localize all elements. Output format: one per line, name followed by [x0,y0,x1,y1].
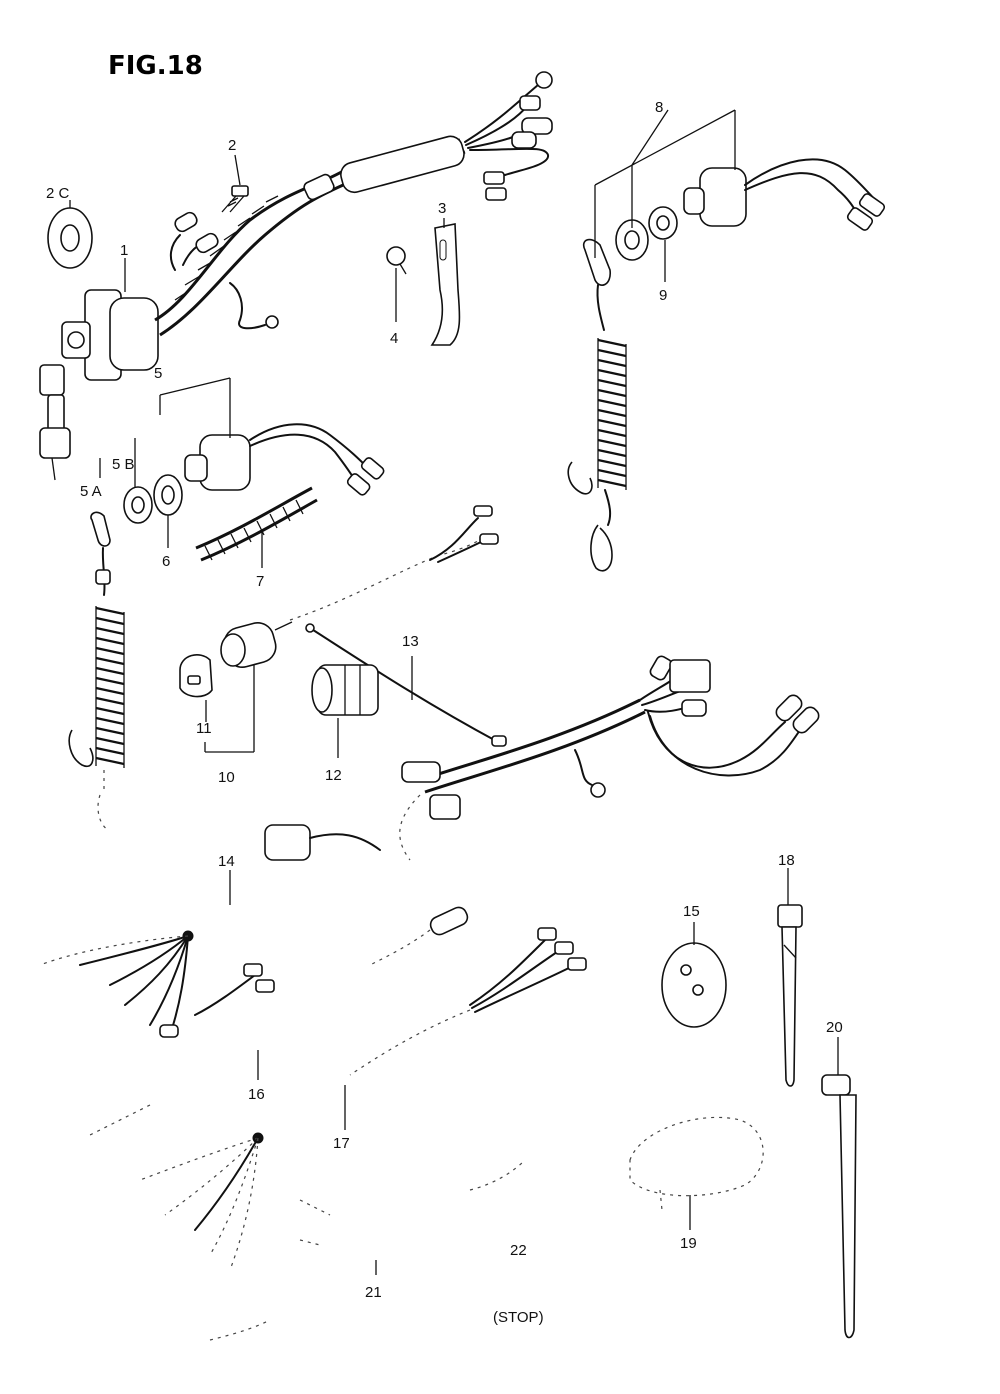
part-5-stop-switch [184,423,385,496]
main-harness [264,655,820,861]
part-8-stop-switch [567,158,886,572]
callout-3: 3 [438,200,446,217]
callout-5b: 5 B [112,456,135,473]
callout-1: 1 [120,242,128,259]
callout-12: 12 [325,767,342,784]
part-7-spiral-tube [195,486,318,562]
lower-harness [89,1104,526,1341]
callout-6: 6 [162,553,170,570]
part-11-cap [179,654,213,698]
callout-7: 7 [256,573,264,590]
callout-16: 16 [248,1086,265,1103]
part-6-washer [153,474,183,516]
part-12-rectifier [311,664,379,716]
part-5a-lanyard [68,511,125,831]
callout-stop: (STOP) [493,1309,544,1326]
part-3-clamp [430,223,461,346]
callout-20: 20 [826,1019,843,1036]
callout-17: 17 [333,1135,350,1152]
callout-13: 13 [402,633,419,650]
callout-15: 15 [683,903,700,920]
callout-8: 8 [655,99,663,116]
part-17-harness [349,906,587,1076]
part-18-cable-tie [777,904,803,1087]
part-13-lead [305,623,507,747]
callout-5: 5 [154,365,162,382]
callout-14: 14 [218,853,235,870]
part-20-cable-tie [821,1074,857,1339]
part-4-bolt [386,246,407,275]
part-1-ignition-switch [39,71,553,481]
part-5b-nut [123,486,153,524]
callout-11: 11 [196,720,212,737]
part-15-cap [661,942,727,1028]
callout-2c: 2 C [46,185,70,202]
part-2c-washer [47,200,93,269]
part-10-plug [220,621,293,668]
callout-2: 2 [228,137,236,154]
callout-21: 21 [365,1284,382,1301]
figure-title: FIG.18 [108,51,203,81]
callout-10: 10 [218,769,235,786]
callout-9: 9 [659,287,667,304]
callout-22: 22 [510,1242,527,1259]
callout-4: 4 [390,330,398,347]
part-19-cover [629,1116,764,1211]
callout-5a: 5 A [80,483,102,500]
part-2-screw [221,185,249,213]
part-16-harness [39,930,275,1038]
callout-18: 18 [778,852,795,869]
callout-19: 19 [680,1235,697,1252]
